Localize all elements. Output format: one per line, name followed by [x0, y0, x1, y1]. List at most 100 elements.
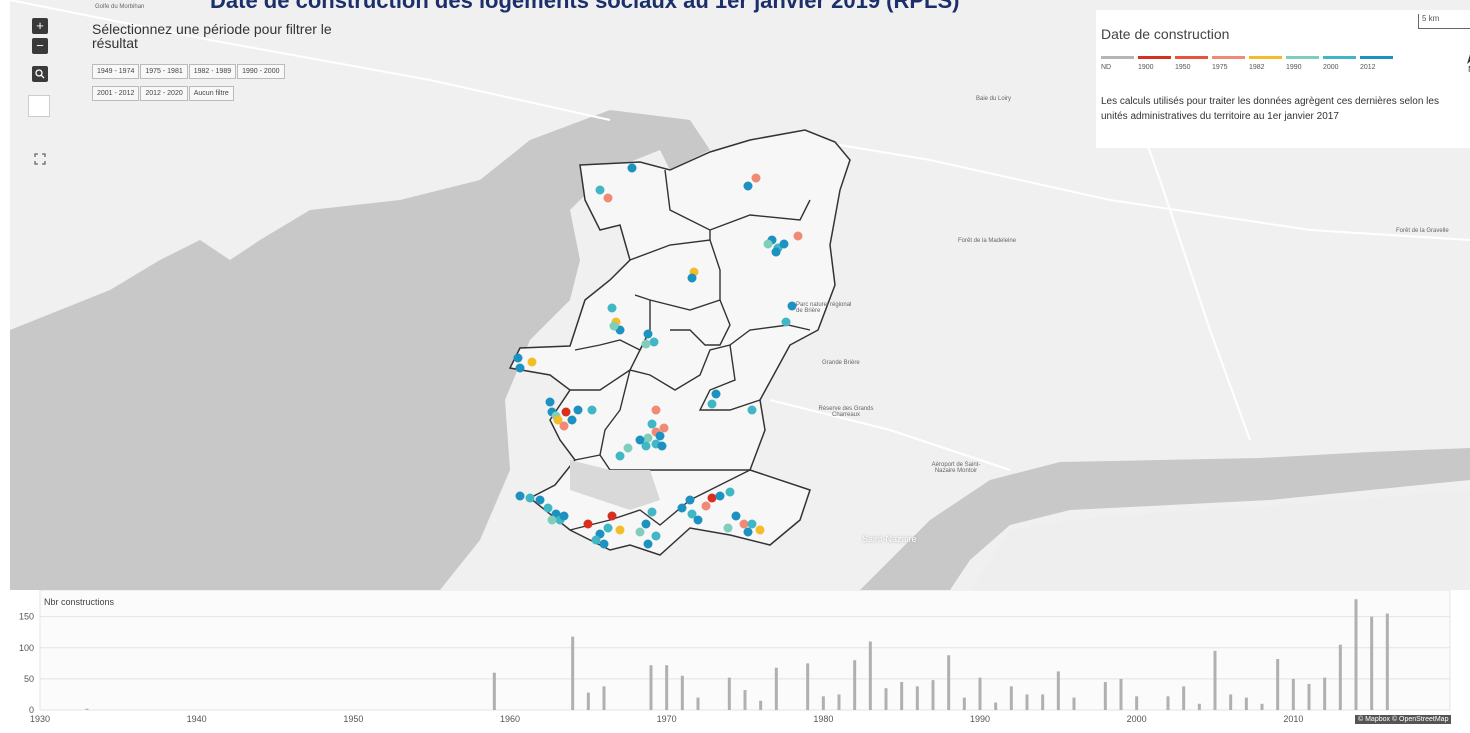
housing-point[interactable]: [655, 431, 665, 441]
histogram-bar[interactable]: [492, 672, 496, 710]
housing-point[interactable]: [701, 501, 711, 511]
histogram-bar[interactable]: [665, 665, 669, 710]
histogram-bar[interactable]: [1229, 694, 1233, 710]
housing-point[interactable]: [607, 303, 617, 313]
housing-point[interactable]: [553, 415, 563, 425]
housing-point[interactable]: [731, 511, 741, 521]
points-layer[interactable]: [513, 163, 803, 549]
histogram-bar[interactable]: [649, 665, 653, 710]
housing-point[interactable]: [651, 405, 661, 415]
histogram-bar[interactable]: [774, 667, 778, 710]
histogram-bar[interactable]: [85, 708, 89, 710]
housing-point[interactable]: [779, 239, 789, 249]
housing-point[interactable]: [543, 503, 553, 513]
housing-point[interactable]: [641, 339, 651, 349]
housing-point[interactable]: [515, 363, 525, 373]
housing-point[interactable]: [547, 515, 557, 525]
housing-point[interactable]: [527, 357, 537, 367]
housing-point[interactable]: [567, 415, 577, 425]
housing-point[interactable]: [687, 509, 697, 519]
histogram-bar[interactable]: [1370, 616, 1374, 710]
histogram-bar[interactable]: [571, 636, 575, 710]
housing-point[interactable]: [627, 163, 637, 173]
histogram-bar[interactable]: [743, 690, 747, 710]
histogram-bar[interactable]: [947, 655, 951, 710]
zoom-out-button[interactable]: −: [32, 38, 48, 54]
housing-point[interactable]: [603, 523, 613, 533]
housing-point[interactable]: [739, 519, 749, 529]
histogram-bar[interactable]: [994, 702, 998, 710]
histogram-bar[interactable]: [853, 660, 857, 710]
housing-point[interactable]: [635, 527, 645, 537]
housing-point[interactable]: [771, 247, 781, 257]
histogram-bar[interactable]: [837, 694, 841, 710]
histogram-bar[interactable]: [727, 677, 731, 710]
housing-point[interactable]: [603, 193, 613, 203]
histogram-bar[interactable]: [821, 696, 825, 710]
period-button-1990-2000[interactable]: 1990 - 2000: [237, 64, 285, 79]
housing-point[interactable]: [643, 433, 653, 443]
housing-point[interactable]: [707, 493, 717, 503]
histogram-bar[interactable]: [806, 663, 810, 710]
housing-point[interactable]: [693, 515, 703, 525]
fullscreen-button[interactable]: [34, 152, 46, 168]
housing-point[interactable]: [707, 399, 717, 409]
histogram-bar[interactable]: [931, 680, 935, 710]
histogram-bar[interactable]: [696, 697, 700, 710]
map-view[interactable]: Date de construction des logements socia…: [10, 0, 1470, 590]
histogram-bar[interactable]: [1385, 613, 1389, 710]
histogram-bar[interactable]: [1056, 671, 1060, 710]
housing-point[interactable]: [525, 493, 535, 503]
housing-point[interactable]: [641, 441, 651, 451]
histogram-bar[interactable]: [1244, 697, 1248, 710]
layer-toggle-box[interactable]: [28, 95, 50, 117]
period-button-1982-1989[interactable]: 1982 - 1989: [188, 64, 237, 79]
housing-point[interactable]: [723, 523, 733, 533]
housing-point[interactable]: [793, 231, 803, 241]
histogram-bar[interactable]: [1041, 694, 1045, 710]
histogram-bar[interactable]: [1072, 697, 1076, 710]
histogram-bar[interactable]: [1025, 694, 1029, 710]
histogram-bar[interactable]: [1103, 682, 1107, 710]
housing-point[interactable]: [659, 423, 669, 433]
housing-point[interactable]: [687, 273, 697, 283]
housing-point[interactable]: [715, 491, 725, 501]
housing-point[interactable]: [615, 525, 625, 535]
housing-point[interactable]: [561, 407, 571, 417]
map-canvas[interactable]: [10, 0, 1470, 590]
housing-point[interactable]: [641, 519, 651, 529]
period-button-2001-2012[interactable]: 2001 - 2012: [92, 86, 140, 101]
housing-point[interactable]: [545, 397, 555, 407]
histogram-bar[interactable]: [586, 692, 590, 710]
search-button[interactable]: [32, 66, 48, 82]
housing-point[interactable]: [677, 503, 687, 513]
histogram-bar[interactable]: [1307, 683, 1311, 710]
histogram-bar[interactable]: [1323, 677, 1327, 710]
housing-point[interactable]: [647, 507, 657, 517]
housing-point[interactable]: [751, 173, 761, 183]
map-attribution[interactable]: © Mapbox © OpenStreetMap: [1355, 715, 1452, 724]
histogram-bar[interactable]: [759, 700, 763, 710]
histogram-bar[interactable]: [1119, 678, 1123, 710]
housing-point[interactable]: [747, 405, 757, 415]
housing-point[interactable]: [725, 487, 735, 497]
housing-point[interactable]: [685, 495, 695, 505]
housing-point[interactable]: [743, 181, 753, 191]
housing-point[interactable]: [743, 527, 753, 537]
histogram-bar[interactable]: [1276, 658, 1280, 710]
housing-point[interactable]: [657, 441, 667, 451]
histogram-bar[interactable]: [680, 675, 684, 710]
zoom-in-button[interactable]: +: [32, 18, 48, 34]
period-button-1975-1981[interactable]: 1975 - 1981: [140, 64, 188, 79]
histogram-bar[interactable]: [978, 677, 982, 710]
period-button-1949-1974[interactable]: 1949 - 1974: [92, 64, 140, 79]
housing-point[interactable]: [643, 539, 653, 549]
housing-point[interactable]: [535, 495, 545, 505]
housing-point[interactable]: [763, 239, 773, 249]
housing-point[interactable]: [559, 511, 569, 521]
period-button-no-filter[interactable]: Aucun filtre: [188, 86, 234, 101]
histogram-bar[interactable]: [1166, 696, 1170, 710]
period-button-2012-2020[interactable]: 2012 - 2020: [140, 86, 188, 101]
housing-point[interactable]: [599, 539, 609, 549]
housing-point[interactable]: [787, 301, 797, 311]
